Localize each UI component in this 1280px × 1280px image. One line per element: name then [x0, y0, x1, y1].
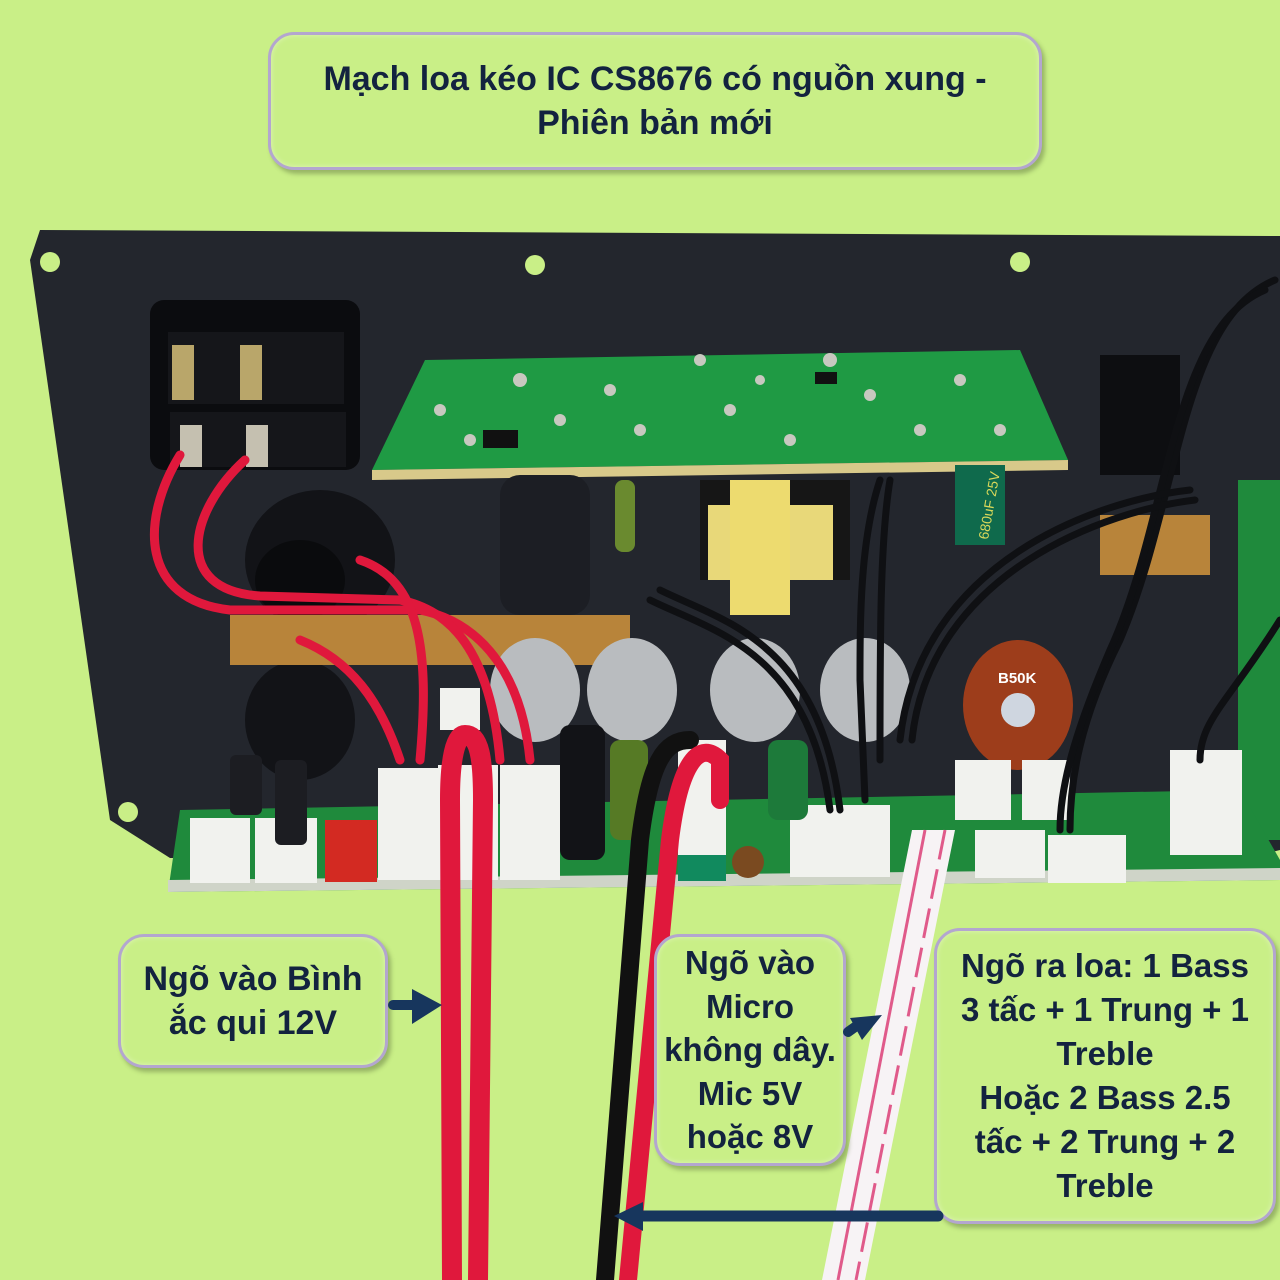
speaker-ribbon-cable — [822, 829, 955, 1280]
mic-line-3: không dây. — [664, 1031, 836, 1069]
capacitor-680uf: 680uF 25V — [955, 465, 1005, 545]
transformer — [700, 480, 850, 615]
speaker-line-4: Hoặc 2 Bass 2.5 — [979, 1079, 1231, 1116]
red-connector — [325, 820, 377, 882]
speaker-line-3: Treble — [1056, 1035, 1154, 1072]
green-connector — [678, 855, 726, 881]
green-capacitor — [768, 740, 808, 820]
black-wires — [646, 276, 1280, 834]
speaker-line-2: 3 tấc + 1 Trung + 1 — [961, 991, 1249, 1028]
title-line-1: Mạch loa kéo IC CS8676 có nguồn xung - — [323, 60, 987, 98]
power-switch — [150, 300, 360, 470]
mic-cable — [596, 731, 729, 1280]
mounting-hole — [1010, 252, 1030, 272]
b50k-potentiometer: B50K — [963, 640, 1073, 770]
small-capacitor — [230, 755, 262, 815]
speaker-line-1: Ngõ ra loa: 1 Bass — [961, 947, 1249, 984]
battery-line-1: Ngõ vào Bình — [143, 960, 363, 998]
battery-input-callout: Ngõ vào Bình ắc qui 12V — [118, 934, 388, 1068]
battery-line-2: ắc qui 12V — [168, 1004, 338, 1042]
mic-line-1: Ngõ vào — [684, 944, 816, 982]
mic-line-4: Mic 5V — [697, 1074, 803, 1112]
mounting-hole — [118, 802, 138, 822]
x-capacitor — [615, 480, 635, 552]
filter-capacitor — [500, 475, 590, 615]
title-callout: Mạch loa kéo IC CS8676 có nguồn xung - P… — [268, 32, 1042, 170]
svg-text:B50K: B50K — [998, 670, 1037, 687]
potentiometers — [490, 638, 910, 742]
mic-line-5: hoặc 8V — [686, 1118, 814, 1156]
small-capacitor — [275, 760, 307, 845]
right-green-pcb — [1238, 480, 1280, 840]
speaker-output-callout: Ngõ ra loa: 1 Bass 3 tấc + 1 Trung + 1 T… — [934, 928, 1276, 1224]
battery-cable — [439, 724, 494, 1280]
speaker-line-6: Treble — [1056, 1167, 1154, 1204]
title-line-2: Phiên bản mới — [537, 104, 773, 142]
mounting-hole — [40, 252, 60, 272]
mic-input-callout: Ngõ vào Micro không dây. Mic 5V hoặc 8V — [654, 934, 846, 1166]
smps-pcb — [372, 350, 1068, 480]
mounting-hole — [525, 255, 545, 275]
mic-line-2: Micro — [705, 987, 794, 1025]
speaker-line-5: tấc + 2 Trung + 2 — [974, 1123, 1236, 1160]
black-capacitor — [560, 725, 605, 860]
red-wires — [150, 450, 535, 765]
inductor — [732, 846, 764, 878]
